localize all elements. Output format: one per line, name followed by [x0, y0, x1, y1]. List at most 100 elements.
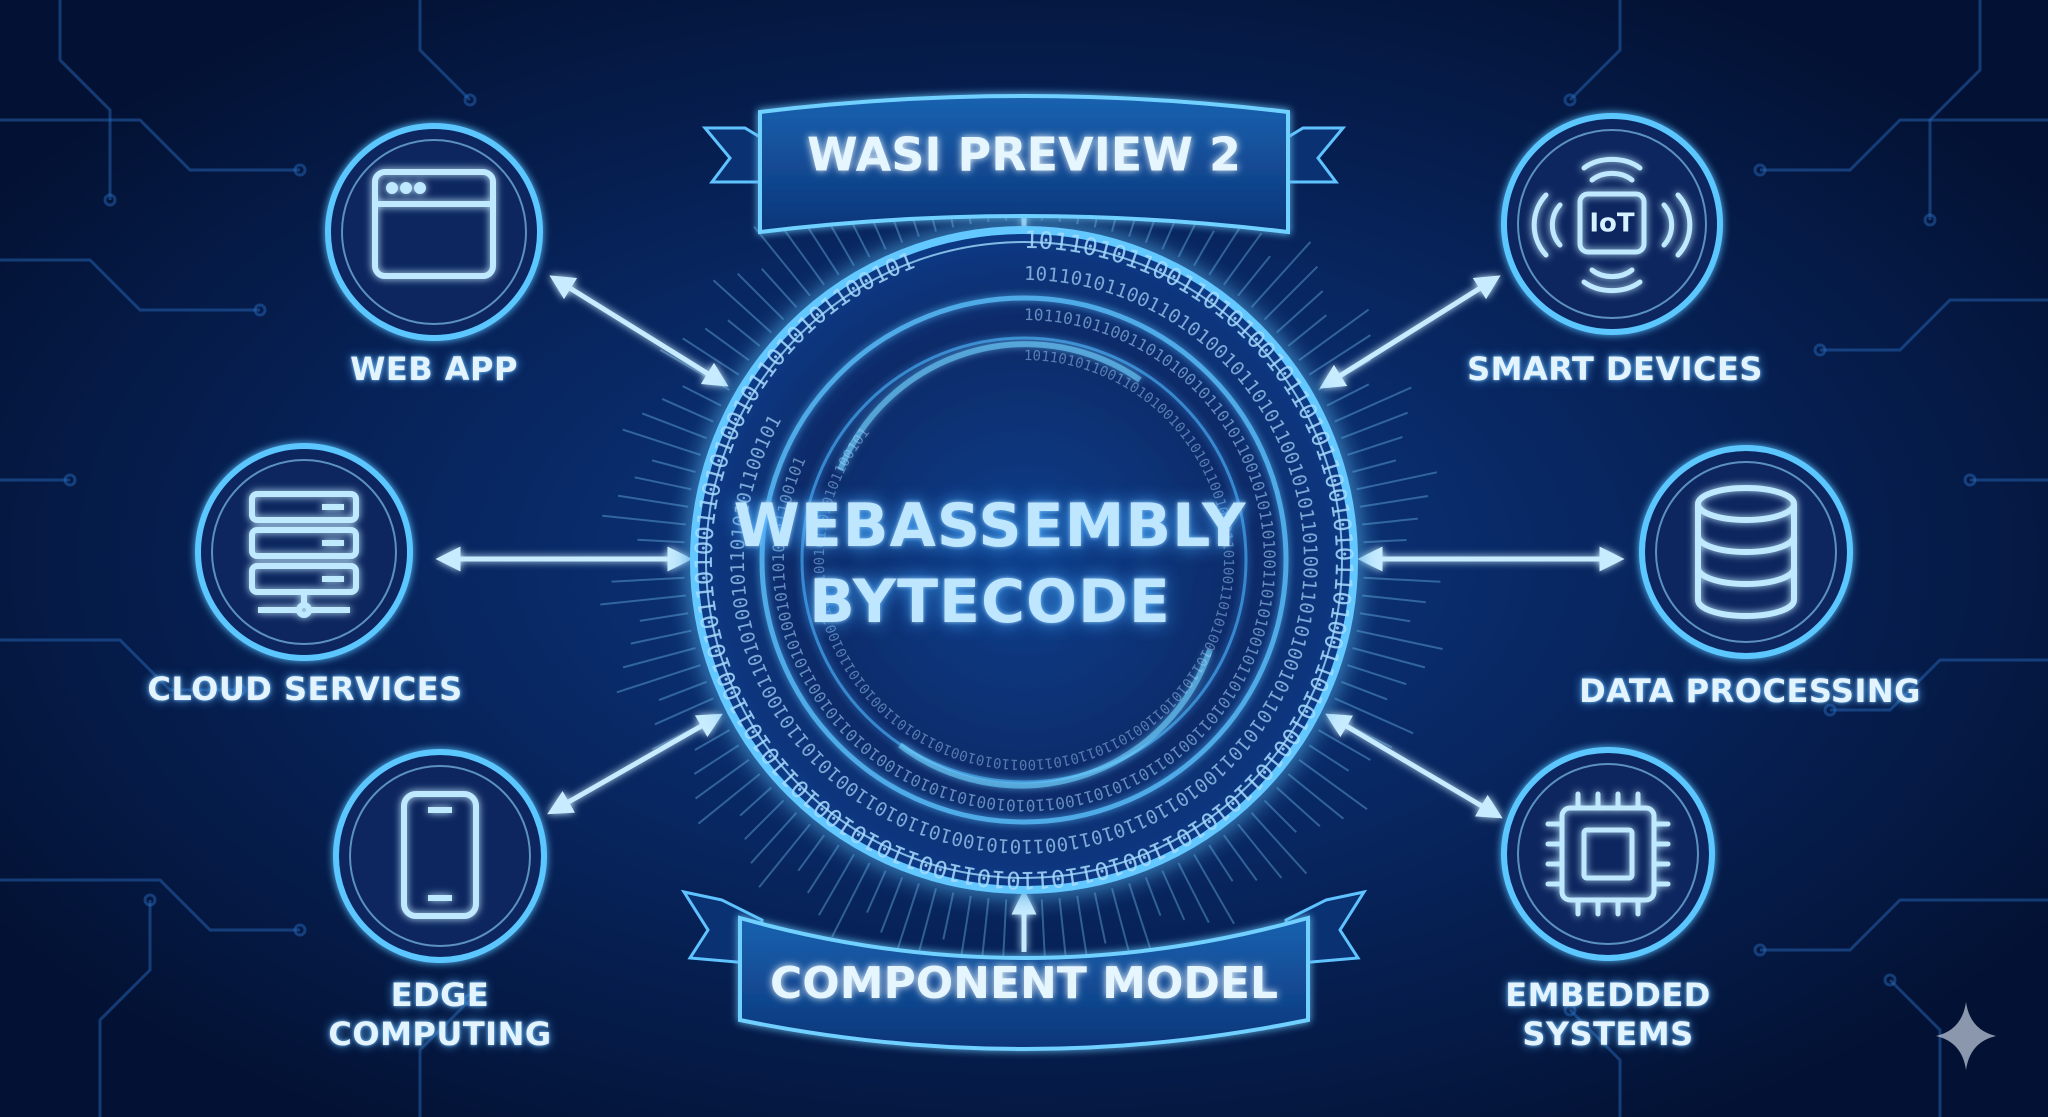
arrow-web-app	[549, 275, 729, 387]
browser-window-icon	[372, 169, 496, 279]
ray-line	[1177, 862, 1210, 924]
ray-line	[1276, 786, 1321, 828]
node-smart-devices: IoT	[1501, 113, 1723, 335]
ray-line	[1193, 230, 1215, 267]
label-embedded-systems-line-1: EMBEDDED	[1505, 976, 1711, 1014]
label-smart-devices: SMART DEVICES	[1440, 350, 1790, 389]
ray-line	[1347, 664, 1407, 686]
ray-line	[880, 877, 904, 933]
ray-line	[831, 862, 871, 938]
ray-line	[797, 834, 826, 872]
ray-line	[1356, 629, 1443, 650]
ray-line	[661, 397, 714, 423]
label-data-processing-line-1: DATA PROCESSING	[1579, 672, 1921, 710]
ray-line	[1250, 241, 1312, 308]
ray-line	[602, 514, 687, 526]
ray-line	[1263, 265, 1319, 321]
ray-line	[866, 870, 887, 914]
ray-line	[1334, 386, 1412, 423]
label-embedded-systems-line-2: SYSTEMS	[1522, 1015, 1694, 1053]
ray-line	[1208, 844, 1234, 882]
label-embedded-systems: EMBEDDED SYSTEMS	[1468, 976, 1748, 1054]
node-cloud-services	[195, 443, 413, 661]
ray-line	[942, 892, 955, 940]
iot-chip-icon	[1531, 156, 1693, 294]
ray-line	[828, 221, 855, 267]
ray-line	[637, 538, 685, 544]
ray-line	[1161, 870, 1186, 921]
ray-line	[1341, 680, 1388, 701]
bottom-banner-label: COMPONENT MODEL	[770, 958, 1278, 1009]
ray-line	[1144, 877, 1162, 917]
ray-line	[778, 222, 826, 286]
arrow-embedded-systems	[1325, 713, 1503, 819]
ray-line	[617, 494, 689, 508]
ray-line	[634, 476, 692, 491]
ray-line	[697, 773, 761, 825]
ray-line	[1237, 823, 1283, 879]
label-data-processing: DATA PROCESSING	[1560, 672, 1940, 711]
ray-line	[639, 612, 689, 622]
ray-line	[651, 459, 696, 473]
ray-line	[1263, 799, 1297, 833]
ray-line	[895, 883, 920, 953]
ray-line	[1341, 411, 1409, 440]
label-web-app: WEB APP	[314, 350, 554, 389]
server-rack-icon	[249, 491, 359, 618]
ray-line	[630, 629, 692, 645]
ray-line	[682, 385, 722, 407]
arrow-smart-devices	[1319, 275, 1501, 389]
ray-line	[1361, 517, 1418, 526]
database-icon	[1695, 485, 1797, 619]
node-data-processing	[1639, 445, 1853, 659]
sparkle-icon	[1936, 1002, 1996, 1070]
ray-line	[727, 319, 761, 347]
ray-line	[806, 844, 840, 894]
ray-line	[1359, 612, 1411, 623]
ray-line	[600, 594, 687, 606]
ray-line	[753, 225, 811, 297]
node-edge-computing	[333, 749, 547, 963]
ray-line	[760, 268, 798, 308]
label-web-app-line-1: WEB APP	[350, 350, 518, 388]
core-title: WEBASSEMBLY BYTECODE	[730, 488, 1250, 640]
ray-line	[1093, 892, 1107, 944]
bottom-banner: COMPONENT MODEL	[680, 889, 1368, 1051]
ray-line	[1347, 436, 1403, 456]
core-title-line-1: WEBASSEMBLY	[733, 491, 1247, 561]
top-banner: WASI PREVIEW 2	[701, 94, 1347, 235]
label-edge-computing-line-1: EDGE	[390, 976, 490, 1014]
label-cloud-services-line-1: CLOUD SERVICES	[147, 670, 463, 708]
ray-line	[658, 680, 707, 702]
ray-line	[736, 272, 785, 321]
ray-line	[960, 895, 972, 957]
ray-line	[1361, 594, 1426, 604]
ray-line	[1040, 899, 1047, 963]
label-smart-devices-line-1: SMART DEVICES	[1467, 350, 1763, 388]
ray-line	[1250, 812, 1308, 875]
core-title-line-2: BYTECODE	[809, 567, 1171, 637]
ray-line	[622, 647, 696, 669]
ray-line	[616, 664, 701, 694]
ray-line	[758, 823, 811, 888]
ray-line	[611, 576, 685, 583]
ray-line	[818, 853, 855, 916]
ray-line	[1193, 853, 1235, 925]
ray-line	[739, 786, 772, 817]
ray-line	[1222, 232, 1263, 286]
ray-line	[1276, 290, 1324, 334]
ray-line	[750, 812, 798, 864]
node-embedded-systems	[1501, 747, 1715, 961]
top-banner-label: WASI PREVIEW 2	[807, 128, 1241, 182]
label-edge-computing-line-2: COMPUTING	[328, 1015, 552, 1053]
smartphone-icon	[401, 791, 479, 919]
ray-line	[1352, 459, 1397, 473]
ray-line	[1363, 576, 1441, 583]
label-cloud-services: CLOUD SERVICES	[130, 670, 480, 709]
ray-line	[1222, 834, 1258, 881]
ray-line	[1237, 255, 1271, 297]
ray-line	[1352, 647, 1426, 669]
ray-line	[803, 221, 840, 276]
